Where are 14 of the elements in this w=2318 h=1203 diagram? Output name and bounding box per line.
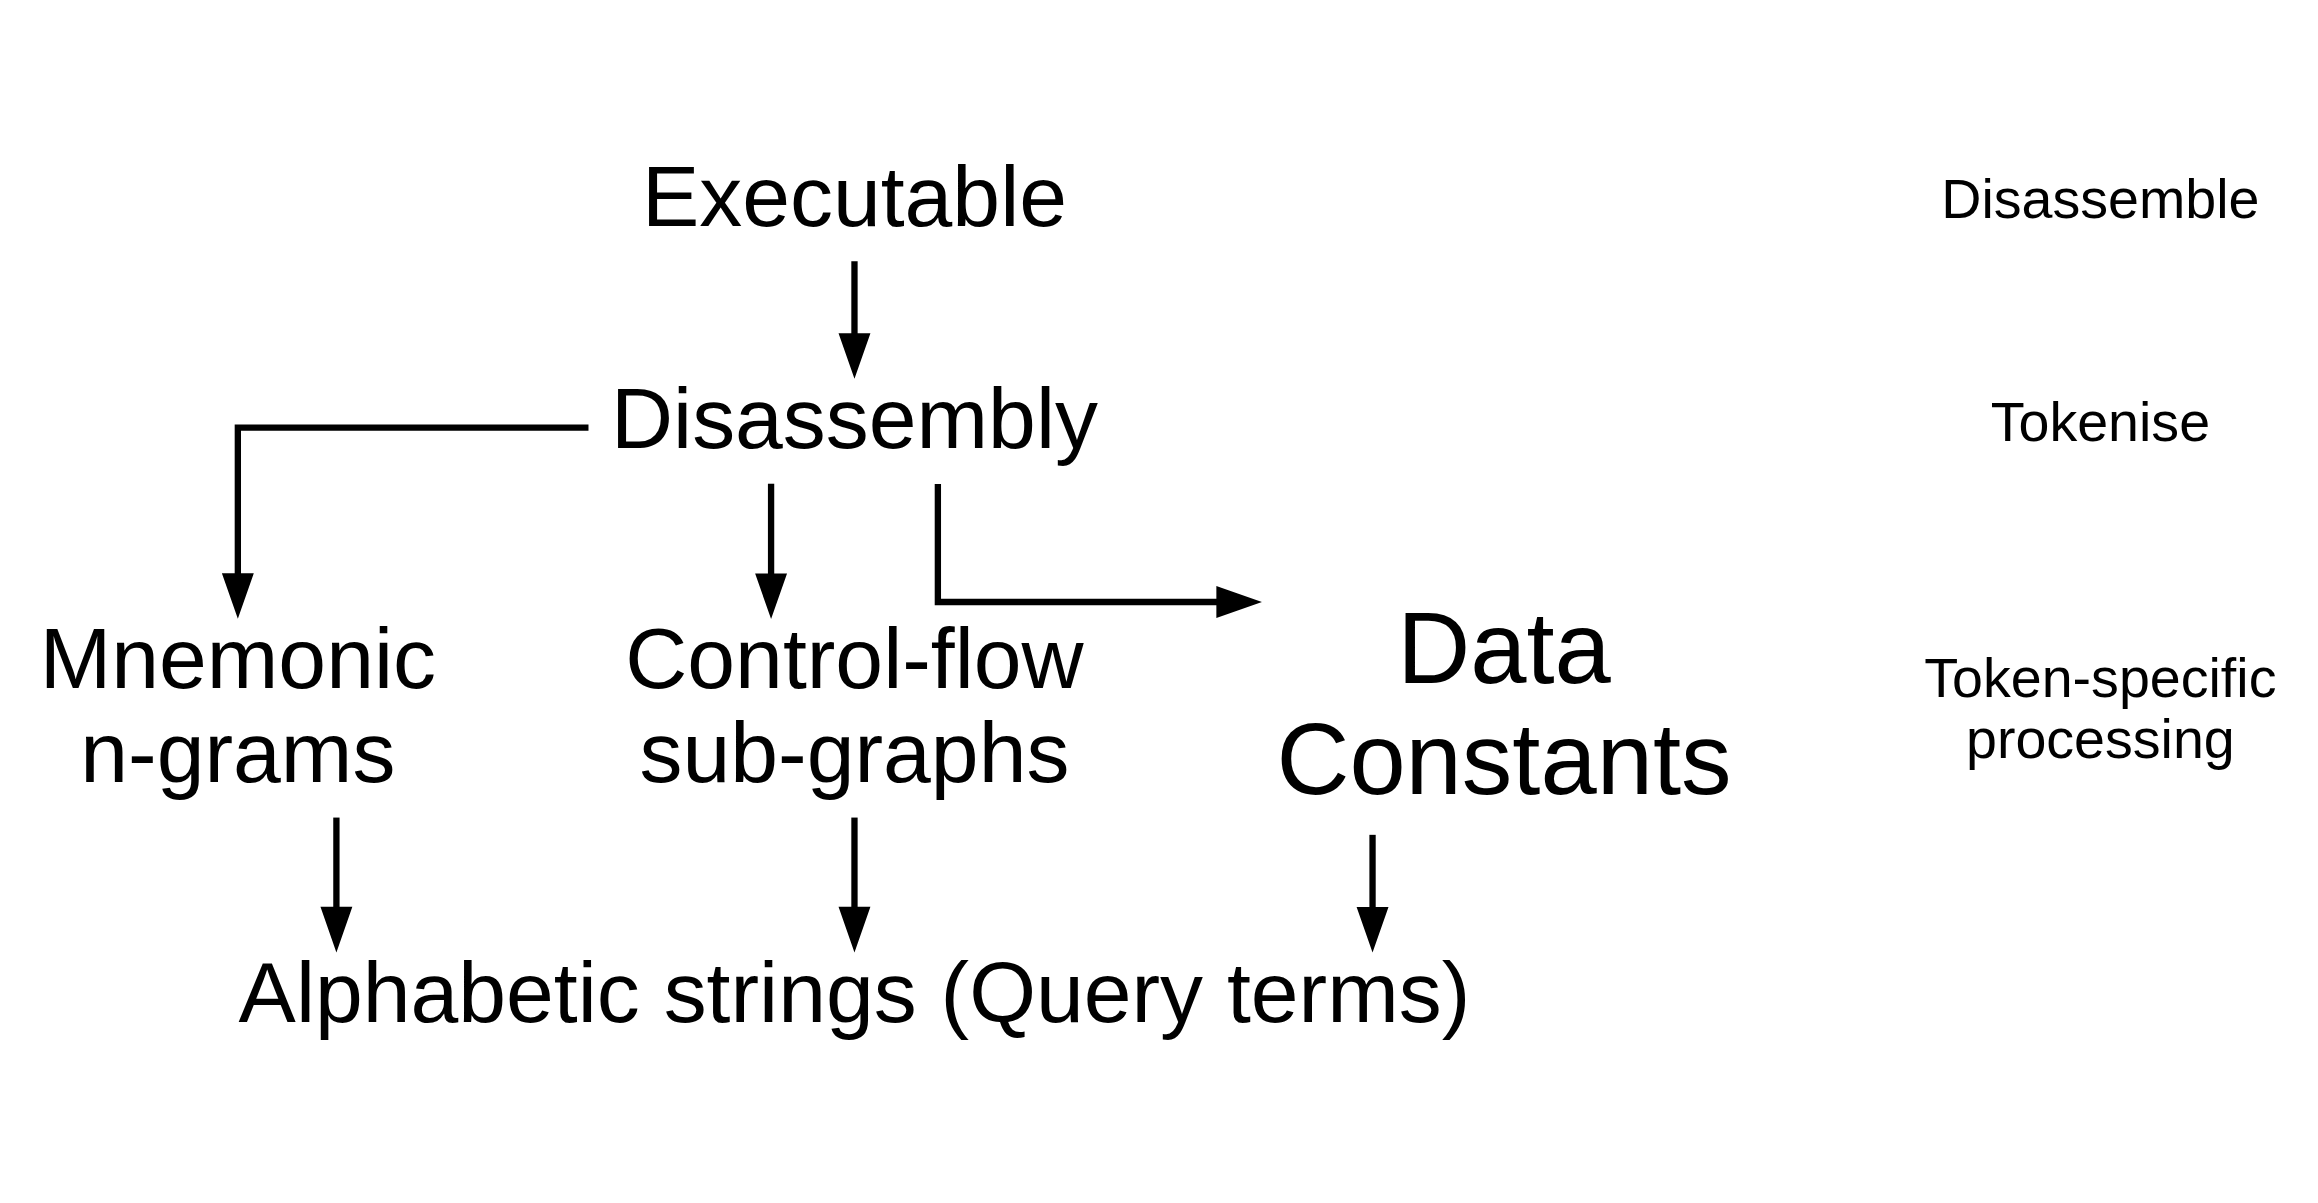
node-text: Disassembly — [611, 369, 1098, 466]
arrow — [221, 423, 589, 619]
arrow — [838, 260, 871, 379]
node-text: Mnemonic n-grams — [39, 609, 436, 800]
node-text: Data Constants — [1276, 590, 1732, 815]
arrow — [934, 483, 1262, 618]
node-text: Control-flow sub-graphs — [625, 609, 1084, 800]
arrow — [1356, 834, 1389, 953]
label: Token-specific processing — [1924, 646, 2277, 770]
label: Tokenise — [1990, 390, 2211, 453]
node-text: Executable — [641, 147, 1067, 244]
label: Disassemble — [1941, 167, 2260, 230]
arrow — [755, 483, 788, 619]
node-text: Alphabetic strings (Query terms) — [238, 943, 1471, 1040]
